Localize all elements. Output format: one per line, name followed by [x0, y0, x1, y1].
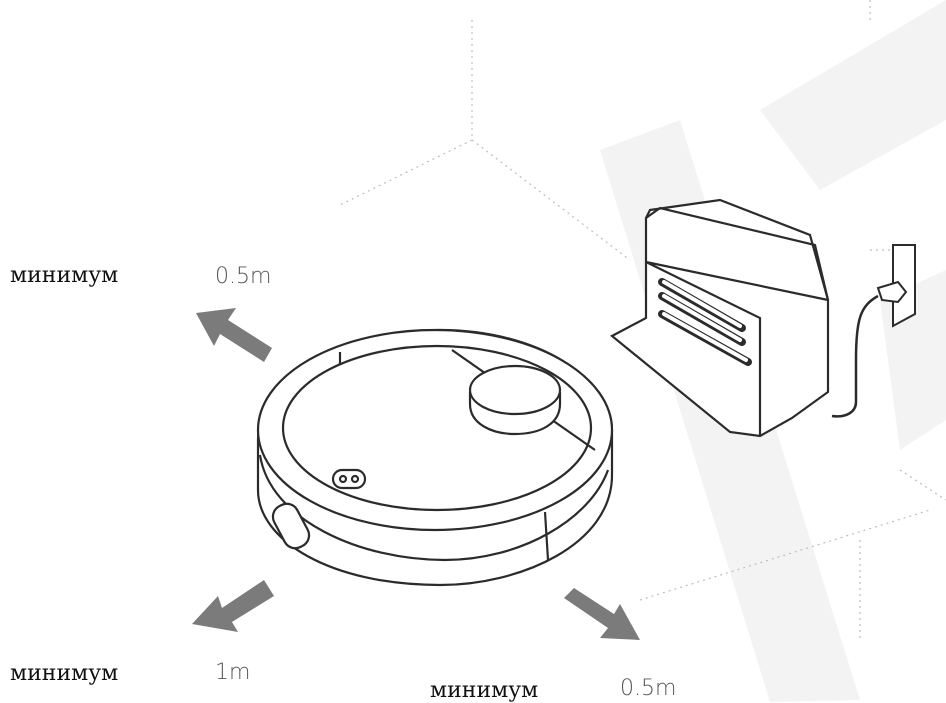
- min-label-front-right: минимум: [430, 678, 539, 703]
- power-outlet-icon: [831, 244, 916, 418]
- arrow-icon: [192, 308, 640, 640]
- distance-label-front-left: 1m: [215, 660, 251, 685]
- robot-vacuum-icon: [256, 328, 614, 587]
- distance-label-back-left: 0.5m: [215, 264, 272, 289]
- charging-dock-icon: [610, 198, 830, 438]
- distance-label-front-right: 0.5m: [620, 676, 677, 701]
- min-label-back-left: минимум: [10, 263, 119, 288]
- min-label-front-left: минимум: [10, 661, 119, 686]
